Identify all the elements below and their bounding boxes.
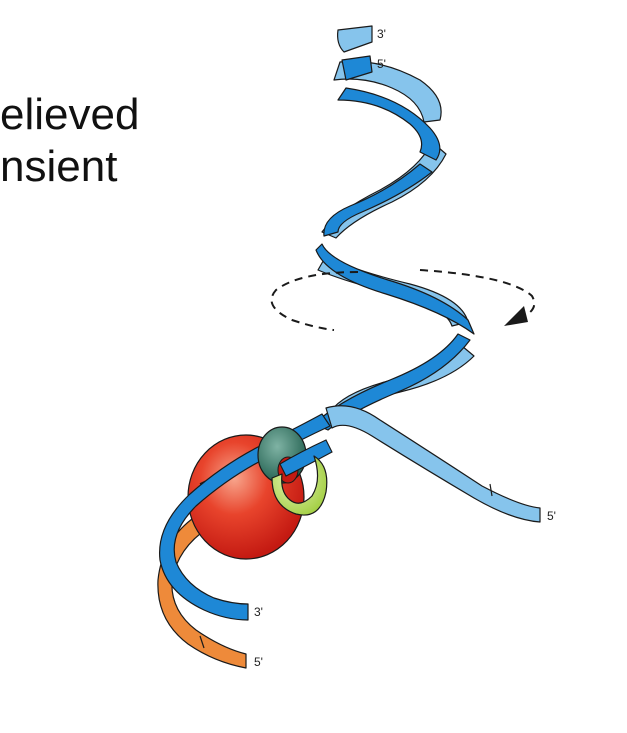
label-bottom-3prime: 3' [254,605,263,619]
label-right-5prime: 5' [547,509,556,523]
label-top-3prime: 3' [377,27,386,41]
label-top-5prime: 5' [377,57,386,71]
lower-light-strand-tail [326,406,540,522]
label-bottom-5prime: 5' [254,655,263,669]
